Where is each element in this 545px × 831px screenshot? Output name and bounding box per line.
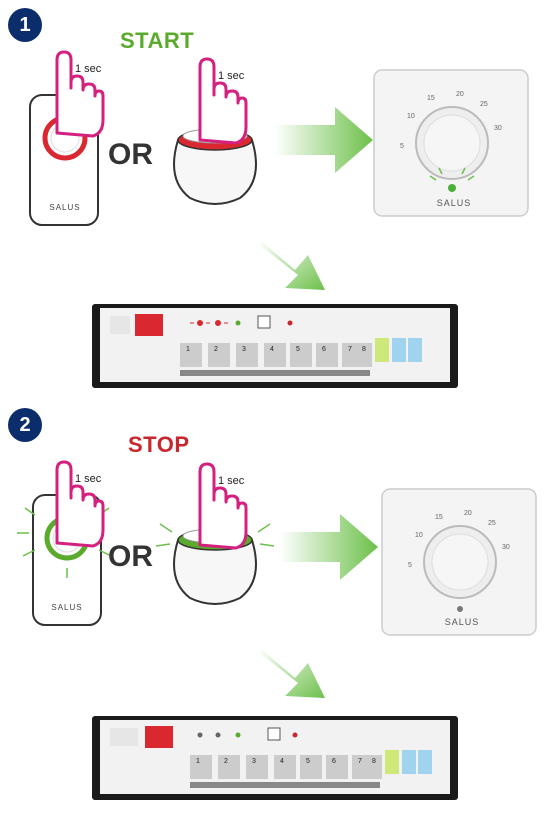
arrow-right-icon bbox=[280, 514, 378, 580]
zone-label: 3 bbox=[242, 346, 246, 353]
remote-brand-text: SALUS bbox=[51, 603, 82, 612]
remote-brand-text: SALUS bbox=[49, 203, 80, 212]
scale-mark: 5 bbox=[400, 143, 404, 150]
zone-label: 4 bbox=[270, 346, 274, 353]
zone-label: 7 bbox=[348, 346, 352, 353]
step-2-badge: 2 bbox=[8, 408, 42, 442]
press-duration-text: 1 sec bbox=[75, 63, 102, 75]
hand-icon: 1 sec bbox=[55, 460, 105, 548]
arrow-down-right-icon bbox=[260, 240, 325, 290]
zone-label: 5 bbox=[296, 346, 300, 353]
zone-label: 2 bbox=[214, 346, 218, 353]
thermostat-brand-text: SALUS bbox=[445, 617, 480, 627]
zone-label: 8 bbox=[372, 758, 376, 765]
thermostat-start: 5 10 15 20 25 30 SALUS bbox=[373, 69, 529, 217]
arrow-right-icon bbox=[275, 107, 373, 173]
zone-label: 7 bbox=[358, 758, 362, 765]
scale-mark: 20 bbox=[456, 91, 464, 98]
hand-icon: 1 sec bbox=[198, 462, 248, 550]
thermostat-brand-text: SALUS bbox=[437, 198, 472, 208]
arrow-down-right-icon bbox=[260, 648, 325, 698]
zone-label: 6 bbox=[332, 758, 336, 765]
scale-mark: 10 bbox=[407, 113, 415, 120]
or-label: OR bbox=[108, 138, 153, 171]
thermostat-stop: 5 10 15 20 25 30 SALUS bbox=[381, 488, 537, 636]
wiring-center-start: 1 2 3 4 5 6 7 8 bbox=[92, 304, 458, 388]
scale-mark: 30 bbox=[494, 125, 502, 132]
scale-mark: 25 bbox=[488, 520, 496, 527]
zone-label: 1 bbox=[196, 758, 200, 765]
scale-mark: 25 bbox=[480, 101, 488, 108]
press-duration-text: 1 sec bbox=[218, 475, 245, 487]
scale-mark: 10 bbox=[415, 532, 423, 539]
hand-icon: 1 sec bbox=[55, 50, 105, 138]
scale-mark: 30 bbox=[502, 544, 510, 551]
zone-label: 4 bbox=[280, 758, 284, 765]
zone-label: 3 bbox=[252, 758, 256, 765]
hand-icon: 1 sec bbox=[198, 57, 248, 145]
wiring-center-stop: 1 2 3 4 5 6 7 8 bbox=[92, 716, 458, 800]
scale-mark: 5 bbox=[408, 562, 412, 569]
scale-mark: 15 bbox=[435, 514, 443, 521]
press-duration-text: 1 sec bbox=[75, 473, 102, 485]
scale-mark: 15 bbox=[427, 95, 435, 102]
or-label: OR bbox=[108, 540, 153, 573]
start-label: START bbox=[120, 28, 195, 53]
step-1-badge: 1 bbox=[8, 8, 42, 42]
zone-label: 2 bbox=[224, 758, 228, 765]
stop-label: STOP bbox=[128, 432, 190, 457]
zone-label: 6 bbox=[322, 346, 326, 353]
zone-label: 5 bbox=[306, 758, 310, 765]
zone-label: 8 bbox=[362, 346, 366, 353]
press-duration-text: 1 sec bbox=[218, 70, 245, 82]
zone-label: 1 bbox=[186, 346, 190, 353]
scale-mark: 20 bbox=[464, 510, 472, 517]
